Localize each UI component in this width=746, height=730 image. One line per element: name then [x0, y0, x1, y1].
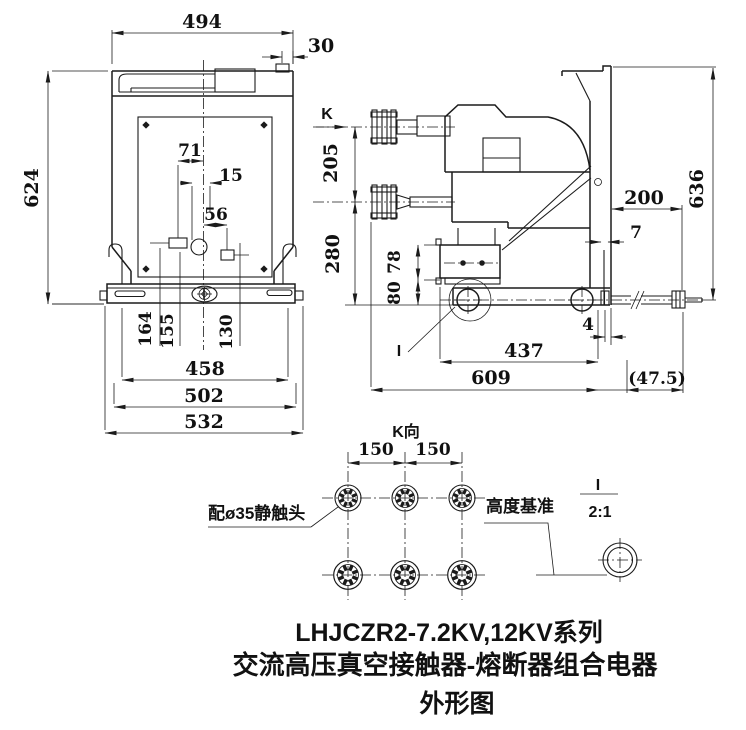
side-body [444, 104, 592, 251]
note-static-contact: 配ø35静触头 [208, 503, 305, 523]
dim-78: 78 [385, 250, 405, 274]
dim-502: 502 [184, 385, 224, 407]
detail-i-leader [407, 306, 456, 353]
front-dimensions: 494 30 624 71 15 56 164 1 [21, 11, 334, 436]
dim-80: 80 [385, 281, 405, 305]
dim-164: 164 [136, 311, 156, 347]
dim-532: 532 [184, 411, 224, 433]
diagonal-brace [501, 165, 592, 251]
dim-30: 30 [308, 35, 334, 57]
dim-280: 280 [322, 234, 344, 274]
front-panel [137, 116, 273, 278]
front-handle [118, 73, 215, 93]
right-hook [282, 243, 297, 284]
k-view-title: K向 [392, 422, 420, 441]
dim-609: 609 [471, 367, 511, 389]
note-height-datum: 高度基准 [486, 496, 554, 516]
dim-458: 458 [185, 358, 225, 380]
detail-view: I 2:1 [580, 477, 642, 582]
dim-56: 56 [204, 205, 228, 225]
bracket-plate [435, 238, 501, 285]
front-top-small-tab [275, 63, 290, 73]
side-dimensions: 205 280 78 80 636 200 7 [320, 66, 716, 393]
dim-494: 494 [182, 11, 222, 33]
title-line3: 外形图 [419, 689, 494, 718]
dim-130: 130 [217, 314, 237, 350]
dim-150-left: 150 [358, 440, 394, 460]
front-top-block [214, 68, 256, 93]
dim-4: 4 [582, 315, 594, 335]
pull-rod [611, 290, 703, 310]
panel-left-cutout [168, 237, 188, 249]
dim-15: 15 [219, 166, 243, 186]
dim-437: 437 [504, 340, 544, 362]
title-block: LHJCZR2-7.2KV,12KV系列 交流高压真空接触器-熔断器组合电器 外… [233, 619, 659, 718]
dim-200: 200 [624, 187, 664, 209]
dim-205: 205 [320, 143, 342, 183]
dim-155: 155 [158, 313, 178, 349]
panel-corner-bolts [142, 121, 268, 273]
base-center-ornament [191, 285, 218, 303]
detail-i-circle-marker [448, 278, 492, 322]
front-view: 494 30 624 71 15 56 164 1 [21, 11, 334, 436]
panel-screw [594, 178, 602, 186]
dim-624: 624 [21, 168, 43, 208]
dim-47-5: (47.5) [628, 369, 686, 389]
detail-scale: 2:1 [588, 504, 611, 521]
base-slot-right [266, 289, 293, 297]
static-contact-leader [208, 506, 339, 528]
k-view-centerlines [322, 452, 488, 600]
label-k: K [321, 106, 333, 123]
label-i: I [397, 343, 401, 360]
detail-label: I [596, 477, 600, 494]
front-base [99, 283, 304, 304]
side-view: K [313, 65, 716, 393]
base-slot-left [114, 290, 146, 298]
dim-7: 7 [630, 223, 642, 243]
dim-71: 71 [178, 141, 202, 161]
dim-636: 636 [686, 169, 708, 209]
upper-terminal [370, 109, 451, 145]
title-line1: LHJCZR2-7.2KV,12KV系列 [295, 619, 603, 647]
title-line2: 交流高压真空接触器-熔断器组合电器 [233, 650, 659, 680]
dim-150-right: 150 [415, 440, 451, 460]
left-hook [108, 243, 123, 284]
k-view: K向 150 150 配ø35静触头 高度基准 [208, 422, 607, 600]
front-body-outline [111, 70, 294, 284]
panel-feature-leaders [150, 242, 249, 256]
detail-crosshair [598, 538, 642, 582]
panel-right-cutout [220, 249, 235, 261]
rear-panel [561, 65, 612, 305]
side-base-rail [448, 278, 610, 322]
height-datum-leader [484, 522, 607, 576]
panel-center-hole [190, 238, 208, 256]
